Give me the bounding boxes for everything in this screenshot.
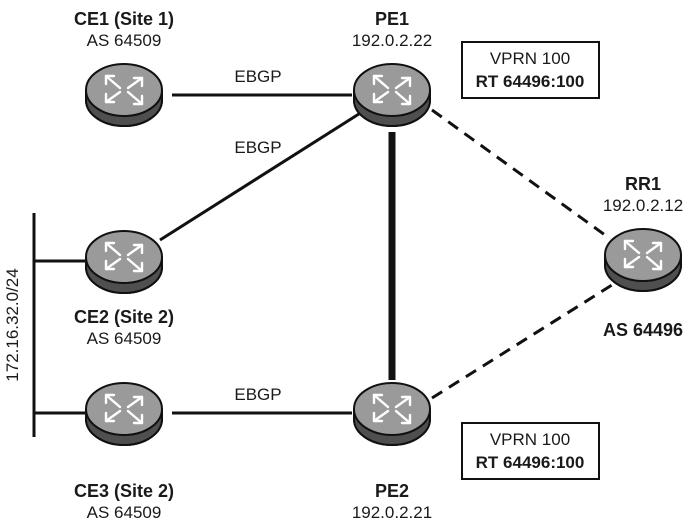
vprn-box-pe1-line2: RT 64496:100 — [476, 72, 585, 91]
ce1-router-icon — [84, 62, 164, 128]
ce3-as: AS 64509 — [87, 503, 162, 522]
pe2-name: PE2 — [375, 481, 409, 501]
rr1-ip: 192.0.2.12 — [603, 196, 683, 215]
ebgp-label-ce3: EBGP — [234, 385, 281, 404]
pe1-router-icon — [352, 62, 432, 128]
vprn-box-pe2: VPRN 100 RT 64496:100 — [461, 422, 600, 480]
vprn-box-pe2-line2: RT 64496:100 — [476, 453, 585, 472]
pe2-ip: 192.0.2.21 — [352, 503, 432, 522]
ebgp-label-ce1: EBGP — [234, 67, 281, 86]
ce2-router-icon — [84, 229, 164, 295]
pe1-ip: 192.0.2.22 — [352, 31, 432, 50]
vprn-box-pe1-line1: VPRN 100 — [490, 49, 570, 68]
vprn-box-pe1: VPRN 100 RT 64496:100 — [461, 41, 600, 99]
ce2-as: AS 64509 — [87, 329, 162, 348]
pe2-router-icon — [352, 381, 432, 447]
ebgp-label-ce2: EBGP — [234, 138, 281, 157]
rr1-router-icon — [603, 227, 683, 293]
pe1-name: PE1 — [375, 9, 409, 29]
ce1-name: CE1 (Site 1) — [74, 9, 174, 29]
vprn-box-pe2-line1: VPRN 100 — [490, 430, 570, 449]
rr1-as: AS 64496 — [603, 320, 683, 340]
ce2-name: CE2 (Site 2) — [74, 307, 174, 327]
rr1-name: RR1 — [625, 174, 661, 194]
ce3-name: CE3 (Site 2) — [74, 481, 174, 501]
lan-subnet-label: 172.16.32.0/24 — [3, 268, 22, 381]
ce1-as: AS 64509 — [87, 31, 162, 50]
link-pe2-rr1 — [431, 283, 613, 400]
ce3-router-icon — [84, 381, 164, 447]
link-ce2-pe1 — [159, 110, 363, 242]
link-pe1-rr1 — [431, 108, 606, 237]
